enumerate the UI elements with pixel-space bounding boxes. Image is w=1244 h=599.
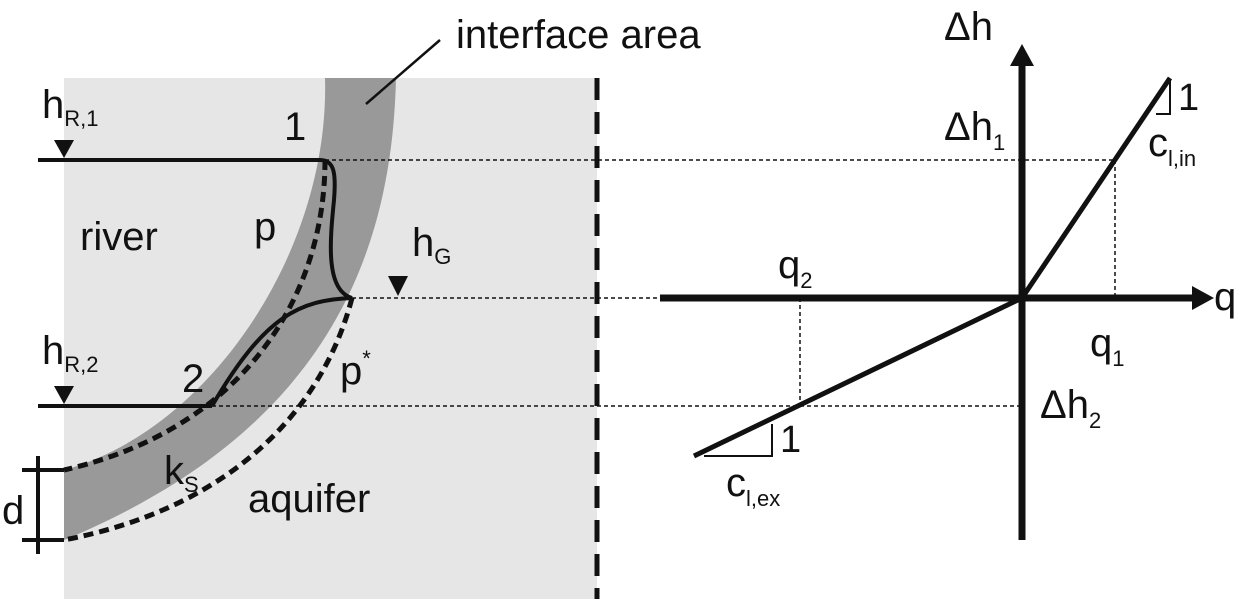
p-star-sup: * [362, 346, 371, 371]
delta-h2-label: Δh2 [1040, 383, 1101, 433]
delta-h2-sub: 2 [1089, 408, 1101, 433]
hG-h: h [412, 221, 434, 265]
slope-ex-one-label: 1 [780, 419, 801, 461]
c-ex-c: c [726, 461, 746, 505]
interface-inner-boundary [63, 159, 328, 473]
delta-h2-main: Δh [1040, 383, 1089, 427]
q2-sub: 2 [800, 268, 812, 293]
hR1-label: hR,1 [42, 83, 99, 131]
hR1-marker-icon [54, 140, 74, 158]
aquifer-label: aquifer [248, 477, 370, 521]
p-label: p [254, 205, 276, 249]
q2-label: q2 [778, 243, 813, 293]
hG-label: hG [412, 221, 451, 269]
pressure-curve-p-star [210, 296, 353, 408]
q1-q: q [1090, 321, 1112, 365]
point-1-label: 1 [284, 105, 306, 149]
interface-area-label: interface area [456, 13, 701, 57]
delta-h1-sub: 1 [993, 130, 1005, 155]
slope-in-one-label: 1 [1178, 77, 1199, 119]
c-ex-sub: l,ex [746, 486, 780, 511]
delta-h-axis-arrow-icon [1010, 44, 1034, 66]
delta-h1-label: Δh1 [944, 105, 1005, 155]
interface-area-pointer [365, 39, 441, 105]
slope-triangle-in [1156, 80, 1171, 115]
q2-q: q [778, 243, 800, 287]
q-axis-label: q [1214, 275, 1236, 319]
c-in-c: c [1148, 121, 1168, 165]
hR2-label: hR,2 [42, 329, 99, 377]
q1-sub: 1 [1112, 346, 1124, 371]
p-star-p: p [340, 349, 362, 393]
delta-h-axis-label: Δh [944, 5, 993, 49]
kS-sub: S [184, 472, 199, 497]
hG-marker-icon [388, 276, 408, 296]
q-axis-arrow-icon [1192, 286, 1214, 310]
river-label: river [80, 215, 158, 259]
hR2-sub: R,2 [64, 352, 98, 377]
hR2-marker-icon [54, 386, 74, 404]
kS-label: kS [164, 449, 199, 497]
interface-band [64, 78, 396, 540]
q1-label: q1 [1090, 321, 1125, 371]
c-in-label: cl,in [1148, 121, 1196, 171]
point-2-label: 2 [182, 357, 204, 401]
c-ex-label: cl,ex [726, 461, 780, 511]
slope-triangle-ex [704, 424, 773, 457]
p-star-label: p* [340, 346, 371, 393]
delta-h1-main: Δh [944, 105, 993, 149]
d-label: d [2, 489, 24, 533]
kS-k: k [164, 449, 185, 493]
hG-sub: G [434, 244, 451, 269]
exfiltration-line [692, 295, 1024, 459]
infiltration-line [1019, 76, 1173, 300]
hR1-h: h [42, 83, 64, 127]
interface-outer-boundary [63, 297, 355, 543]
c-in-sub: l,in [1168, 146, 1196, 171]
pressure-curve-p [319, 158, 353, 300]
hR1-sub: R,1 [64, 106, 98, 131]
hR2-h: h [42, 329, 64, 373]
